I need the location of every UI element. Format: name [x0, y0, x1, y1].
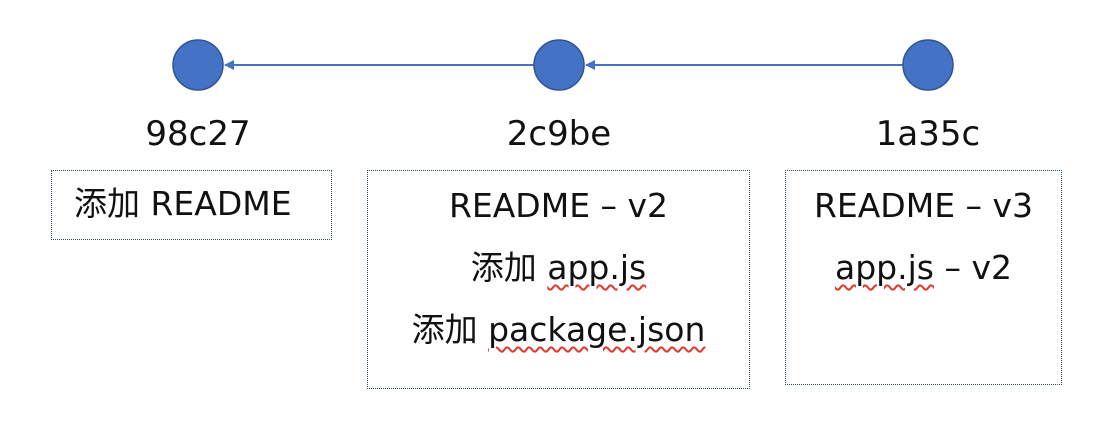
change-text-misspelled: package.json: [488, 310, 706, 349]
change-line: 添加 app.js: [368, 237, 749, 299]
commit-node-1a35c: [902, 39, 954, 91]
commit-content-box-98c27: 添加 README: [51, 170, 332, 240]
commit-hash-1a35c: 1a35c: [875, 114, 981, 154]
change-line: README – v3: [786, 175, 1061, 237]
change-text: README – v2: [448, 186, 669, 225]
change-suffix: – v2: [933, 248, 1012, 287]
commit-node-98c27: [172, 39, 224, 91]
commit-content-box-1a35c: README – v3 app.js – v2: [785, 170, 1062, 385]
commit-node-2c9be: [533, 39, 585, 91]
change-text-misspelled: app.js: [835, 248, 934, 287]
commit-hash-2c9be: 2c9be: [506, 114, 612, 154]
change-text-misspelled: app.js: [547, 248, 647, 287]
change-text: README – v3: [813, 186, 1034, 225]
change-line: app.js – v2: [786, 237, 1061, 299]
commit-content-box-2c9be: README – v2 添加 app.js 添加 package.json: [367, 170, 750, 389]
commit-hash-98c27: 98c27: [145, 114, 251, 154]
change-line: README – v2: [368, 175, 749, 237]
change-prefix: 添加: [74, 184, 151, 223]
change-line: 添加 package.json: [368, 299, 749, 361]
change-line: 添加 README: [52, 171, 331, 237]
change-prefix: 添加: [470, 248, 548, 287]
change-text: README: [150, 184, 292, 223]
change-prefix: 添加: [411, 310, 489, 349]
